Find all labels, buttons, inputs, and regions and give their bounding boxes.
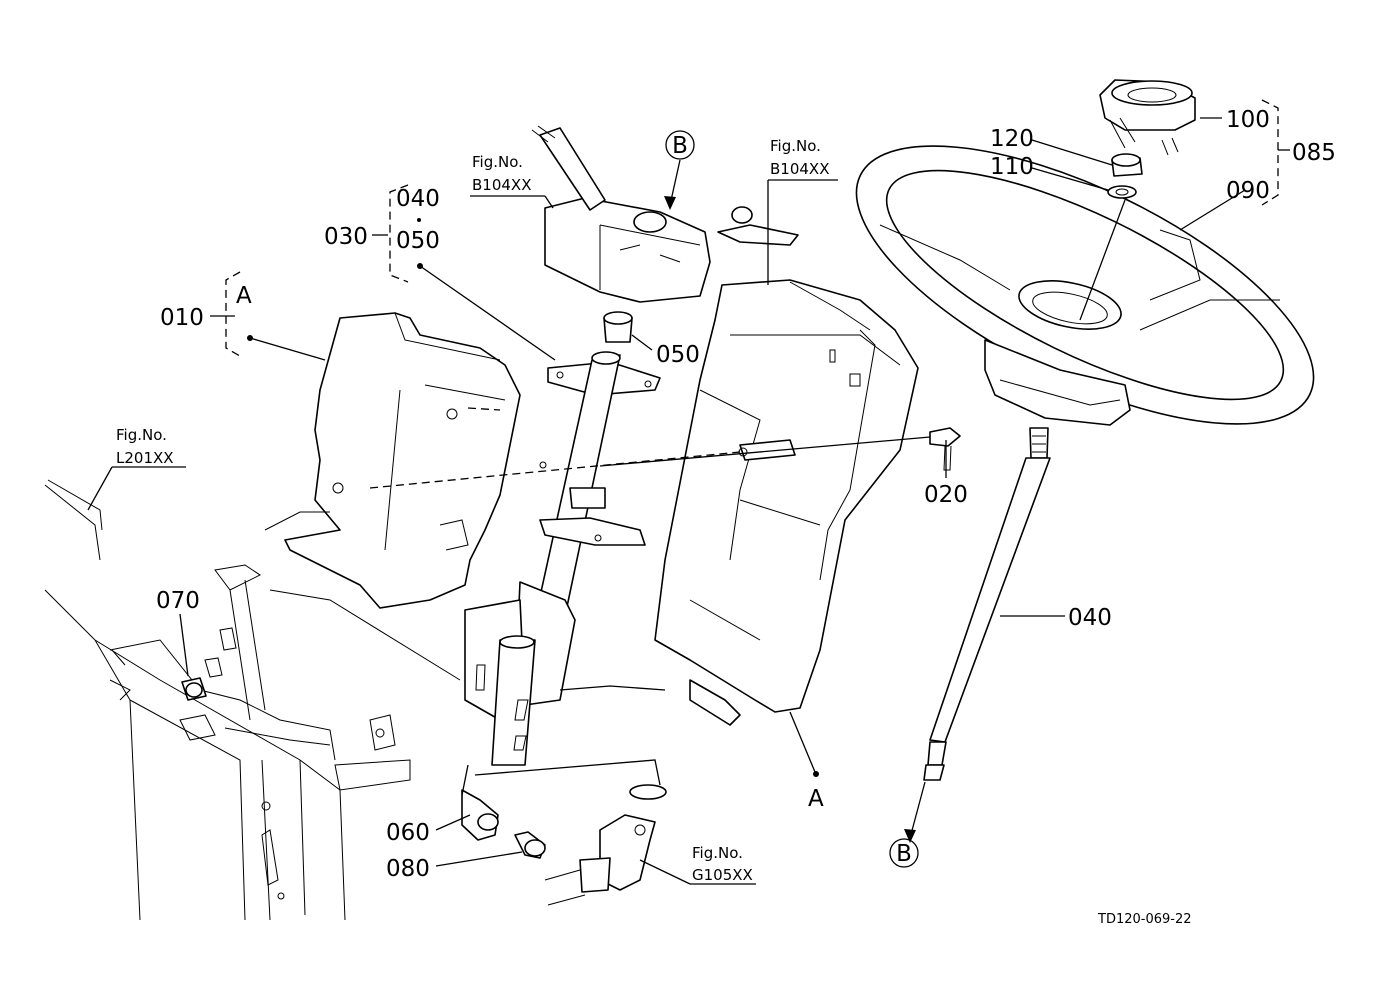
label-050: 050 <box>656 342 700 368</box>
label-090: 090 <box>1226 178 1270 204</box>
part-090-steering-wheel <box>855 145 1315 426</box>
label-120: 120 <box>990 126 1034 152</box>
part-080-bolt <box>514 831 546 859</box>
marker-a-top: A <box>236 283 252 309</box>
part-060-bracket <box>461 789 499 841</box>
fig-caption-b104-left: Fig.No. <box>472 153 523 171</box>
part-120-nut <box>1111 153 1143 177</box>
label-050-group: 050 <box>396 228 440 254</box>
view-marker-b-bottom: B <box>889 838 919 868</box>
marker-b-top-text: B <box>672 133 688 159</box>
label-040: 040 <box>1068 605 1112 631</box>
label-040-group: 040 <box>396 186 440 212</box>
fig-ref-g105: G105XX <box>692 866 753 884</box>
part-040-steering-shaft <box>923 427 1051 781</box>
fig-ref-b104-right: B104XX <box>770 160 829 178</box>
marker-a-bottom: A <box>808 786 824 812</box>
part-050-bushing <box>603 311 633 343</box>
label-020: 020 <box>924 482 968 508</box>
part-020-bolt <box>929 427 961 471</box>
fig-caption-l201: Fig.No. <box>116 426 167 444</box>
part-rear-cover <box>654 279 919 726</box>
part-070-nut <box>181 677 207 701</box>
universal-joint <box>544 784 667 906</box>
steering-column <box>464 351 661 766</box>
label-010: 010 <box>160 305 204 331</box>
key-switch <box>717 206 799 246</box>
label-070: 070 <box>156 588 200 614</box>
dashboard-frame <box>44 479 461 921</box>
label-030: 030 <box>324 224 368 250</box>
label-110: 110 <box>990 154 1034 180</box>
part-010-front-cover <box>264 312 521 609</box>
fig-caption-g105: Fig.No. <box>692 844 743 862</box>
fig-ref-l201: L201XX <box>116 449 174 467</box>
label-060: 060 <box>386 820 430 846</box>
fig-ref-b104-left: B104XX <box>472 176 531 194</box>
part-100-cap <box>1099 79 1196 156</box>
leader-lines <box>87 99 1290 885</box>
label-100: 100 <box>1226 107 1270 133</box>
view-marker-b-top: B <box>665 130 695 160</box>
fig-caption-b104-right: Fig.No. <box>770 137 821 155</box>
drawing-code: TD120-069-22 <box>1097 912 1192 927</box>
part-110-washer <box>1107 185 1137 199</box>
combination-switch <box>531 125 711 303</box>
label-085: 085 <box>1292 140 1336 166</box>
marker-b-bottom-text: B <box>896 841 912 867</box>
label-080: 080 <box>386 856 430 882</box>
